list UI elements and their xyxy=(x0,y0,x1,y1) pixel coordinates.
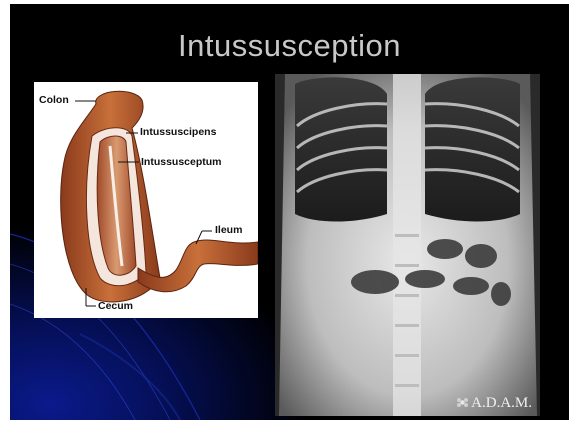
abdominal-xray: A.D.A.M. xyxy=(275,74,540,416)
label-colon: Colon xyxy=(39,94,69,106)
flower-icon xyxy=(456,397,469,408)
slide: Intussusception xyxy=(10,4,569,420)
label-ileum: Ileum xyxy=(215,224,242,236)
intestine-diagram: Colon Intussuscipens Intussusceptum Ileu… xyxy=(34,82,258,318)
adam-logo: A.D.A.M. xyxy=(456,395,532,412)
label-intussuscipiens: Intussuscipens xyxy=(140,126,216,138)
logo-text: A.D.A.M. xyxy=(471,395,532,411)
intestine-illustration xyxy=(34,82,258,318)
label-cecum: Cecum xyxy=(98,300,133,312)
label-intussusceptum: Intussusceptum xyxy=(141,156,222,168)
xray-image xyxy=(275,74,540,416)
slide-title: Intussusception xyxy=(10,28,569,64)
